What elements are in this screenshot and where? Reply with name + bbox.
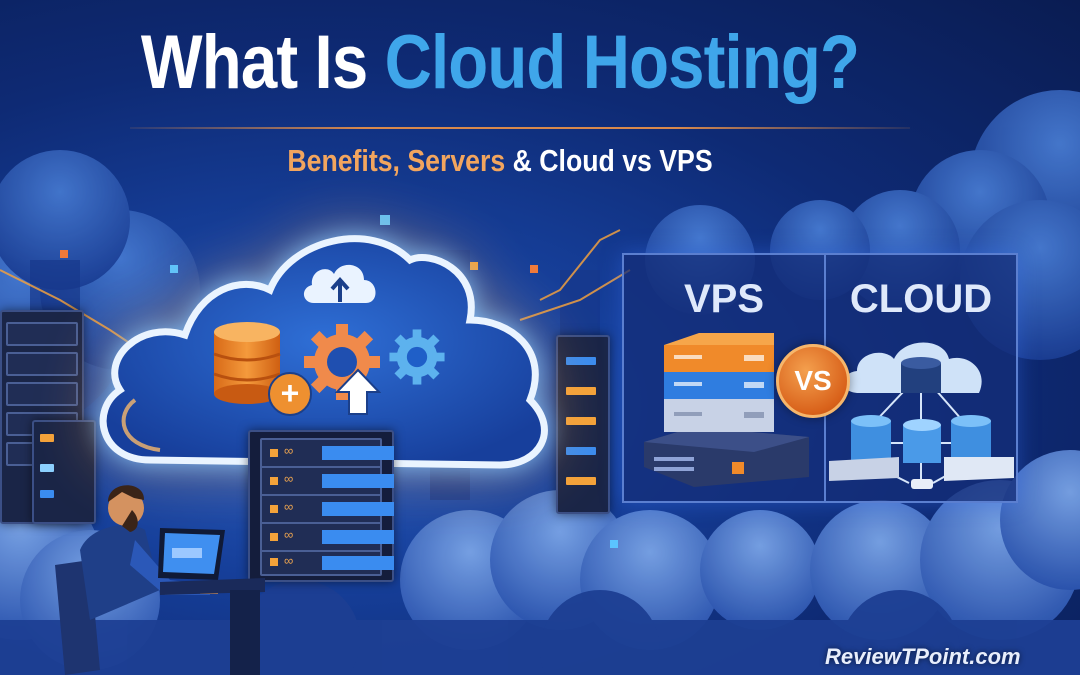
title-divider [130,127,910,129]
cloud-label: CLOUD [849,277,993,321]
database-icon [213,322,281,404]
server-slot: ∞ [260,550,394,576]
vs-badge: VS [776,344,850,418]
server-rack-left-front [32,420,96,524]
plus-icon: + [268,372,312,416]
person-at-laptop-illustration [55,485,265,675]
upload-arrow-icon [335,368,381,415]
server-rack-right [556,335,610,514]
vps-label: VPS [683,277,765,321]
gear-icon-blue [389,329,445,385]
vps-server-stack-icon [644,333,809,487]
server-slot: ∞ [260,438,394,470]
brand-watermark: ReviewTPoint.com [825,644,1021,669]
page-title: What Is Cloud Hosting? [140,20,860,105]
page-subtitle: Benefits, Servers & Cloud vs VPS [287,143,713,178]
main-server-rack: ∞ ∞ ∞ ∞ ∞ [248,430,394,582]
server-slot: ∞ [260,494,394,526]
cloud-upload-icon [303,264,376,303]
server-slot: ∞ [260,522,394,554]
cloud-network-icon [829,342,1014,489]
